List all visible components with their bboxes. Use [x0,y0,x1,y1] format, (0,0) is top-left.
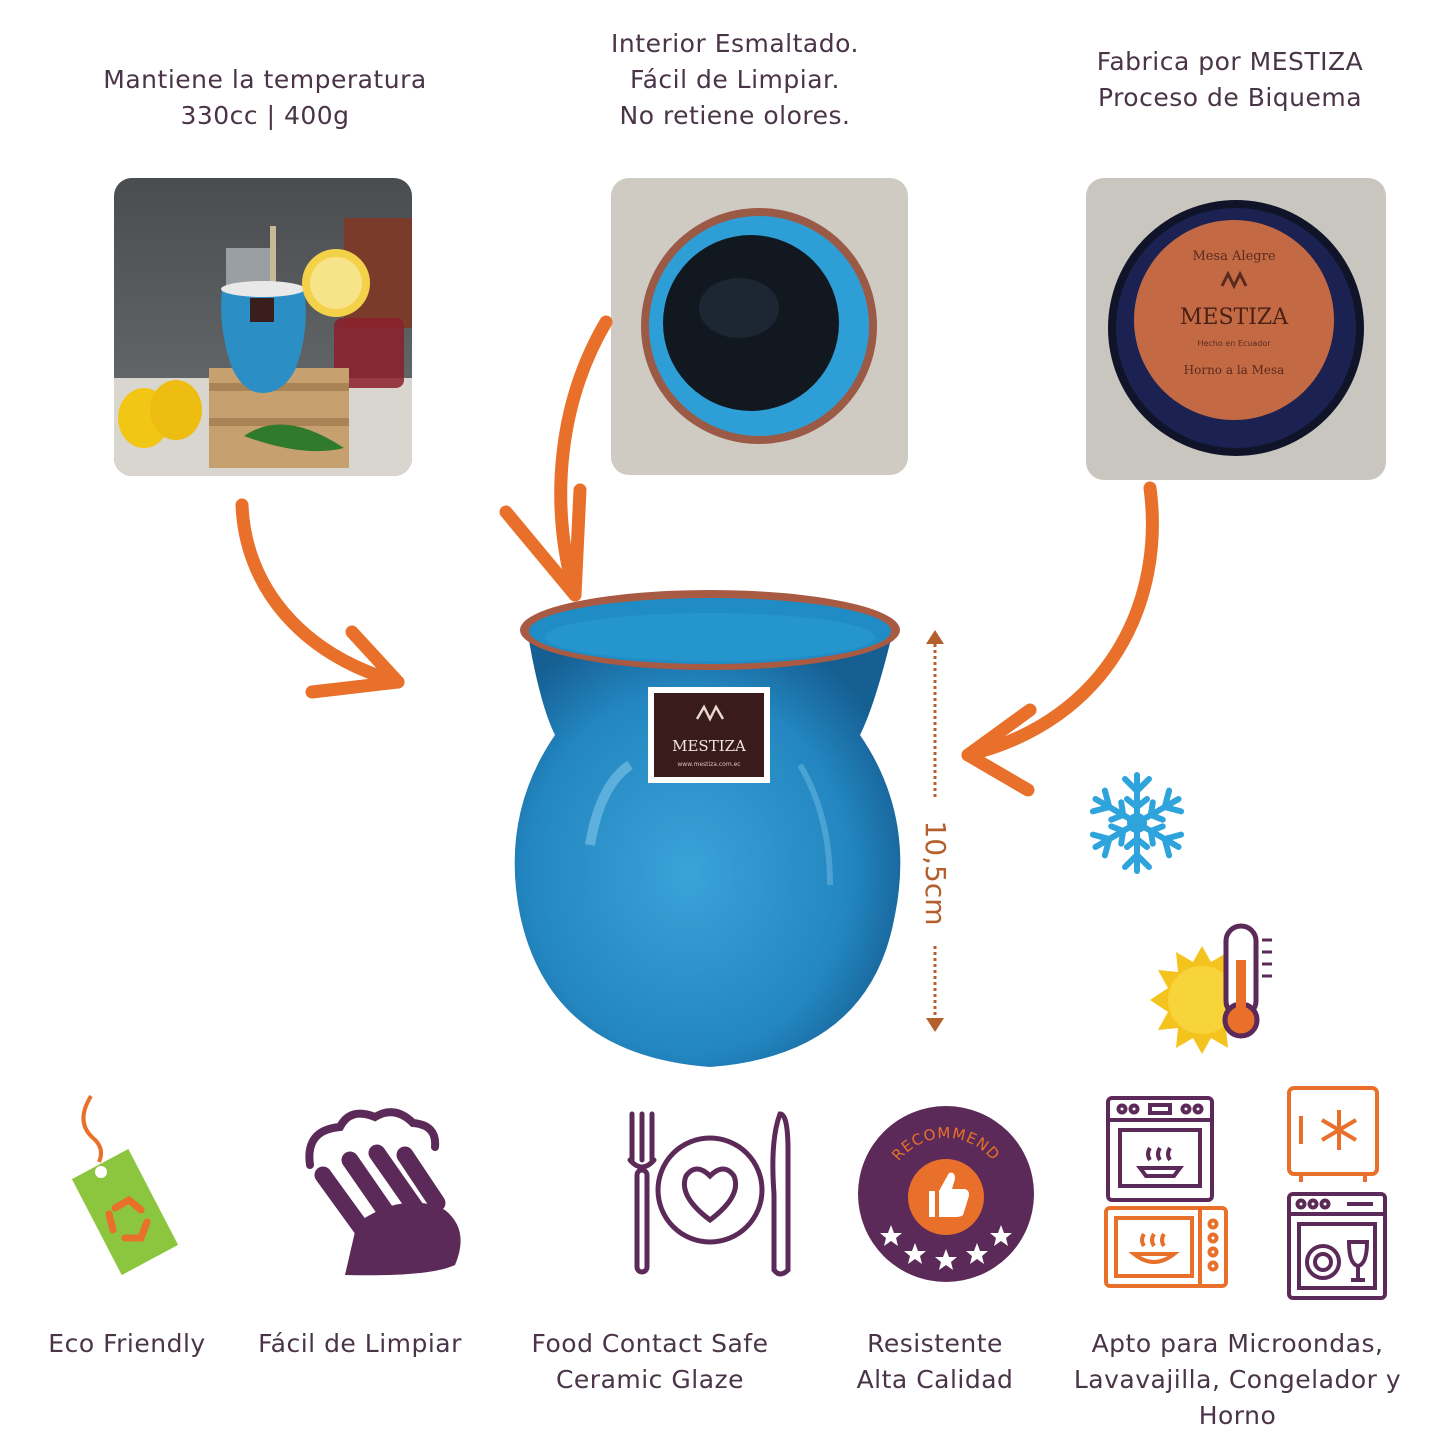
caption-line: Mantiene la temperatura [103,65,427,94]
dishwasher-icon [1287,1192,1387,1300]
label-logo-icon [695,704,725,722]
oven-icon [1106,1096,1214,1202]
freezer-icon [1287,1086,1379,1182]
cleaning-hand-icon [305,1108,461,1276]
photo-interior [611,178,908,475]
caption-line: Horno [1198,1401,1277,1430]
caption-line: Resistente [867,1329,1003,1358]
stamp-bottom-text: Horno a la Mesa [1184,363,1285,377]
caption-line: 330cc | 400g [180,101,350,130]
arrow-left-icon [235,498,405,689]
caption-line: Alta Calidad [856,1365,1014,1394]
stamp-brand-name: MESTIZA [1180,305,1289,330]
dimension-arrow-up-icon [926,630,944,644]
mug-product: MESTIZA www.mestiza.com.ec [500,585,920,1075]
dimension-arrow-down-icon [926,1018,944,1032]
caption-line: Fácil de Limpiar [258,1329,462,1358]
food-safe-plate-icon [627,1111,791,1277]
caption-eco: Eco Friendly [22,1326,232,1362]
caption-line: Proceso de Biquema [1097,83,1363,112]
thumbs-up-icon [929,1172,969,1217]
caption-resistant: Resistente Alta Calidad [830,1326,1040,1398]
arrow-middle-head-icon [499,483,587,602]
stars-icon [880,1225,1012,1270]
caption-maker: Fabrica por MESTIZA Proceso de Biquema [1030,44,1430,116]
caption-line: Eco Friendly [48,1329,206,1358]
snowflake-icon [1082,772,1192,878]
caption-temperature: Mantiene la temperatura 330cc | 400g [60,62,470,134]
photo-lifestyle [114,178,412,476]
sun-thermometer-icon [1150,923,1272,1054]
caption-line: Ceramic Glaze [555,1365,745,1394]
caption-line: Lavavajilla, Congelador y [1073,1365,1402,1394]
caption-interior: Interior Esmaltado. Fácil de Limpiar. No… [530,26,940,134]
dimension-line [926,630,944,1032]
caption-line: Food Contact Safe [531,1329,769,1358]
label-brand-name: MESTIZA [672,737,746,755]
caption-line: No retiene olores. [619,101,851,130]
eco-tag-icon [71,1094,179,1276]
caption-clean: Fácil de Limpiar [240,1326,480,1362]
dimension-label: 10,5cm [919,820,952,926]
arrow-right-icon [961,481,1159,762]
arrow-middle-icon [554,315,613,602]
caption-appliances: Apto para Microondas, Lavavajilla, Conge… [1055,1326,1420,1434]
caption-line: Fácil de Limpiar. [630,65,840,94]
arrow-right-head-icon [961,703,1037,797]
caption-line: Apto para Microondas, [1091,1329,1384,1358]
arrows-layer [235,315,1159,797]
stamp-made-in: Hecho en Ecuador [1197,339,1271,348]
recommend-badge: RECOMMEND [857,1105,1035,1283]
photo-base: Mesa Alegre MESTIZA Hecho en Ecuador Hor… [1086,178,1386,480]
stamp-top-text: Mesa Alegre [1192,249,1275,264]
arrow-left-head-icon [305,625,405,699]
caption-line: Fabrica por MESTIZA [1096,47,1364,76]
brand-logo-icon [1220,270,1248,290]
microwave-icon [1104,1206,1228,1288]
label-url: www.mestiza.com.ec [677,761,740,768]
caption-line: Interior Esmaltado. [611,29,859,58]
caption-food-safe: Food Contact Safe Ceramic Glaze [510,1326,790,1398]
